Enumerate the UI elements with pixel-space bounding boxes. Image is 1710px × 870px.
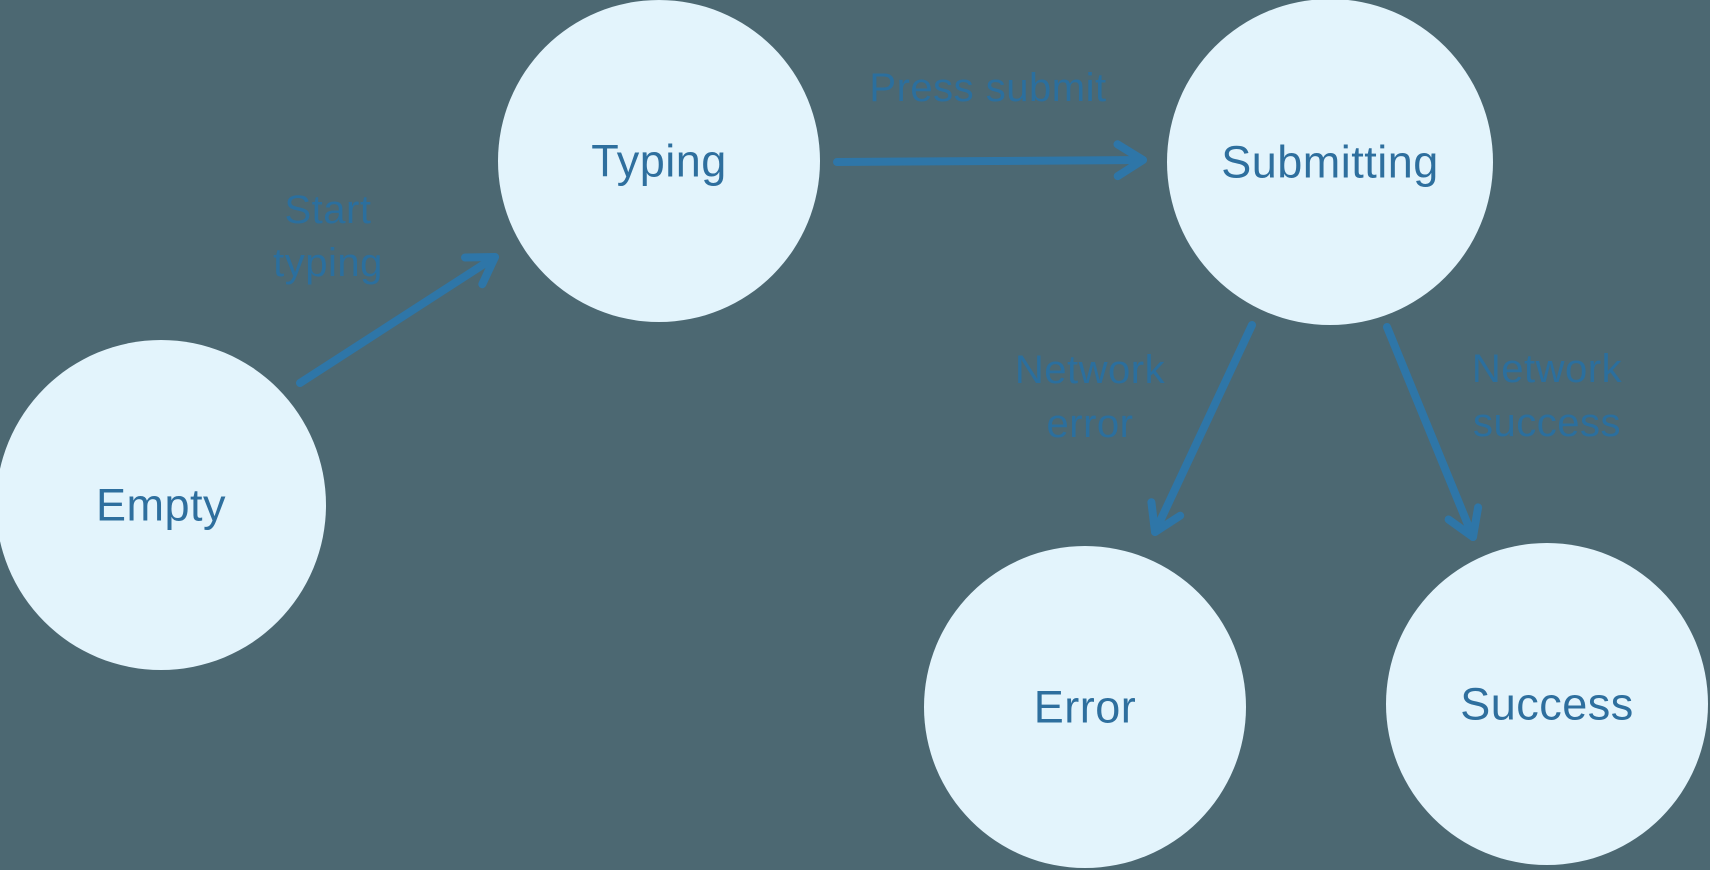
state-empty: Empty [0, 340, 326, 670]
state-node-submitting [1167, 0, 1493, 325]
transition-label-network-error-line1: Network [1015, 348, 1166, 392]
state-label-typing: Typing [591, 136, 727, 187]
transition-arrow-network-success [1383, 323, 1477, 541]
state-label-submitting: Submitting [1221, 137, 1439, 188]
transition-label-press-submit: Press submit [869, 66, 1106, 110]
state-success: Success [1386, 543, 1708, 865]
transition-arrow-press-submit [833, 156, 1147, 166]
arrowhead-icon [461, 253, 499, 289]
state-error: Error [924, 546, 1246, 868]
state-node-typing [498, 0, 820, 322]
state-label-success: Success [1460, 679, 1634, 730]
transition-network-error: Network error [1015, 321, 1256, 536]
transition-arrow-network-error [1151, 321, 1256, 536]
transition-start-typing: Start typing [273, 188, 499, 387]
state-node-error [924, 546, 1246, 868]
transition-press-submit: Press submit [833, 66, 1147, 181]
transition-label-network-success-line2: success [1473, 401, 1621, 445]
state-node-empty [0, 340, 326, 670]
state-label-empty: Empty [96, 480, 226, 531]
transition-label-network-error-line2: error [1047, 402, 1134, 446]
arrowhead-icon [1444, 503, 1483, 541]
arrowhead-icon [1147, 498, 1185, 536]
transition-network-success: Network success [1383, 323, 1623, 541]
state-node-success [1386, 543, 1708, 865]
transition-label-start-typing-line2: typing [273, 241, 383, 285]
arrowhead-icon [1113, 140, 1147, 181]
transition-arrow-start-typing [296, 253, 499, 387]
transition-label-start-typing-line1: Start [285, 188, 372, 232]
transition-label-network-success-line1: Network [1472, 347, 1623, 391]
state-label-error: Error [1034, 682, 1137, 733]
state-submitting: Submitting [1167, 0, 1493, 325]
state-typing: Typing [498, 0, 820, 322]
